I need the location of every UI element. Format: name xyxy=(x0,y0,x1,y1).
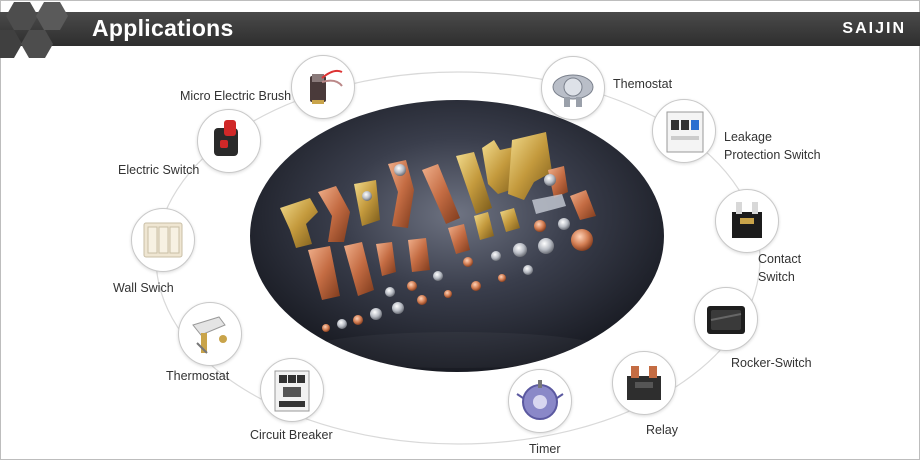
label-thermostat: Thermostat xyxy=(166,369,230,383)
rocker-switch-icon xyxy=(694,287,758,351)
circuit-breaker-icon xyxy=(260,358,324,422)
label-relay: Relay xyxy=(646,423,678,437)
label-leakage-line1: Leakage xyxy=(724,130,772,144)
wall-switch-icon xyxy=(131,208,195,272)
label-contact-switch-line1: Contact xyxy=(758,252,802,266)
electric-brush-icon xyxy=(291,55,355,119)
leakage-switch-icon xyxy=(652,99,716,163)
label-contact-switch-line2: Switch xyxy=(758,270,795,284)
brand-name: SAIJIN xyxy=(842,20,906,37)
label-micro-electric-brush: Micro Electric Brush xyxy=(180,89,292,103)
electrical-contacts-photo xyxy=(250,100,664,372)
label-rocker-switch: Rocker-Switch xyxy=(731,356,812,370)
label-themostat: Themostat xyxy=(613,77,673,91)
page-title: Applications xyxy=(92,15,234,41)
contact-switch-icon xyxy=(715,189,779,253)
label-circuit-breaker: Circuit Breaker xyxy=(250,428,333,442)
relay-icon xyxy=(612,351,676,415)
thermostat-left-icon xyxy=(178,302,242,366)
label-timer: Timer xyxy=(529,442,561,456)
label-electric-switch: Electric Switch xyxy=(118,163,200,177)
electric-switch-icon xyxy=(197,109,261,173)
label-wall-swich: Wall Swich xyxy=(113,281,174,295)
timer-icon xyxy=(508,369,572,433)
label-leakage-line2: Protection Switch xyxy=(724,148,821,162)
header-bar xyxy=(0,12,920,46)
hexagon-logo-icon xyxy=(0,2,68,58)
thermostat-right-icon xyxy=(541,56,605,120)
